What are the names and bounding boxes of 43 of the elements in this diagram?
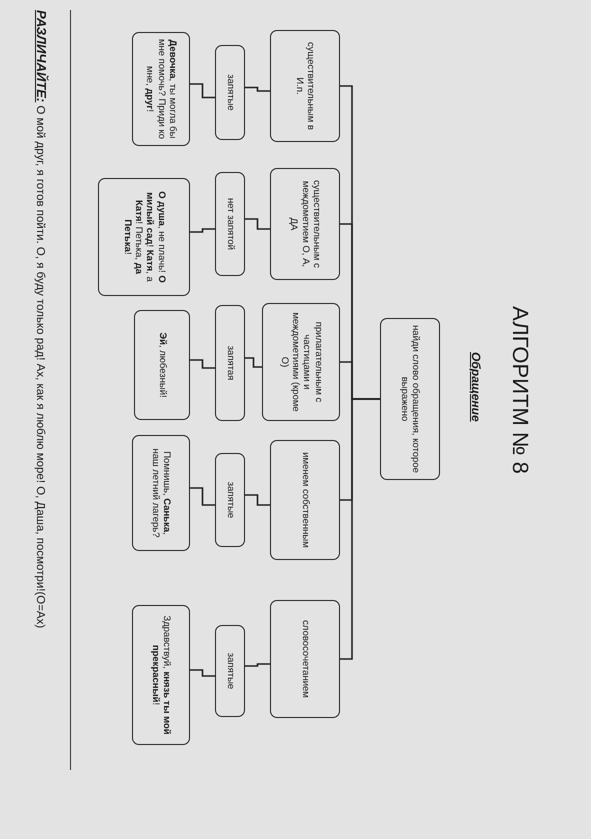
node-text: существительным в И.п.: [294, 41, 316, 132]
note-text: О мой друг, я готов пойти. О, я буду только рад! Ах, как я люблю море! О, Даша, посмотри!(О=Ах): [34, 105, 46, 628]
node-text: прилагательным с частицами и междометиями (кроме О): [278, 311, 324, 414]
node-text: словосочетанием: [299, 620, 311, 698]
node-text: нет запятой: [224, 198, 236, 250]
example-text: Эй, любезный!: [156, 332, 168, 398]
category-box: [270, 30, 340, 142]
example-box: [132, 32, 190, 146]
connector-line: [245, 663, 270, 667]
node-text: именем собственным: [299, 452, 311, 548]
punctuation-box: [215, 305, 245, 421]
connector-line: [340, 398, 380, 660]
example-box: [134, 310, 190, 420]
node-text: запятые: [224, 74, 236, 111]
connector-line: [190, 669, 215, 677]
node-text: запятые: [224, 482, 236, 518]
note-heading: РАЗЛИЧАЙТЕ:: [34, 10, 49, 102]
example-box: [132, 605, 190, 745]
node-text: запятая: [224, 346, 236, 380]
example-box: [98, 178, 190, 296]
title: АЛГОРИТМ № 8: [507, 305, 533, 476]
connector-line: [245, 494, 270, 506]
category-box: [270, 168, 340, 280]
node-text: найди слово обращения, которое выражено: [398, 324, 422, 474]
connector-line: [190, 228, 215, 233]
punctuation-box: [215, 625, 245, 717]
category-box: [270, 600, 340, 718]
node-text: существительным с междометием О, А, ДА: [288, 179, 322, 270]
connector-line: [245, 357, 262, 368]
node-text: запятые: [224, 652, 236, 690]
subtitle: Обращение: [469, 352, 483, 422]
connector-line: [190, 83, 215, 98]
connector-line: [245, 218, 270, 230]
root-box: [380, 318, 440, 480]
punctuation-box: [215, 172, 245, 276]
punctuation-box: [215, 453, 245, 547]
connector-line: [190, 487, 215, 506]
punctuation-box: [215, 45, 245, 140]
example-box: [132, 435, 190, 551]
category-box: [262, 303, 340, 421]
category-box: [270, 440, 340, 560]
connector-line: [190, 359, 215, 369]
connector-line: [245, 86, 270, 92]
